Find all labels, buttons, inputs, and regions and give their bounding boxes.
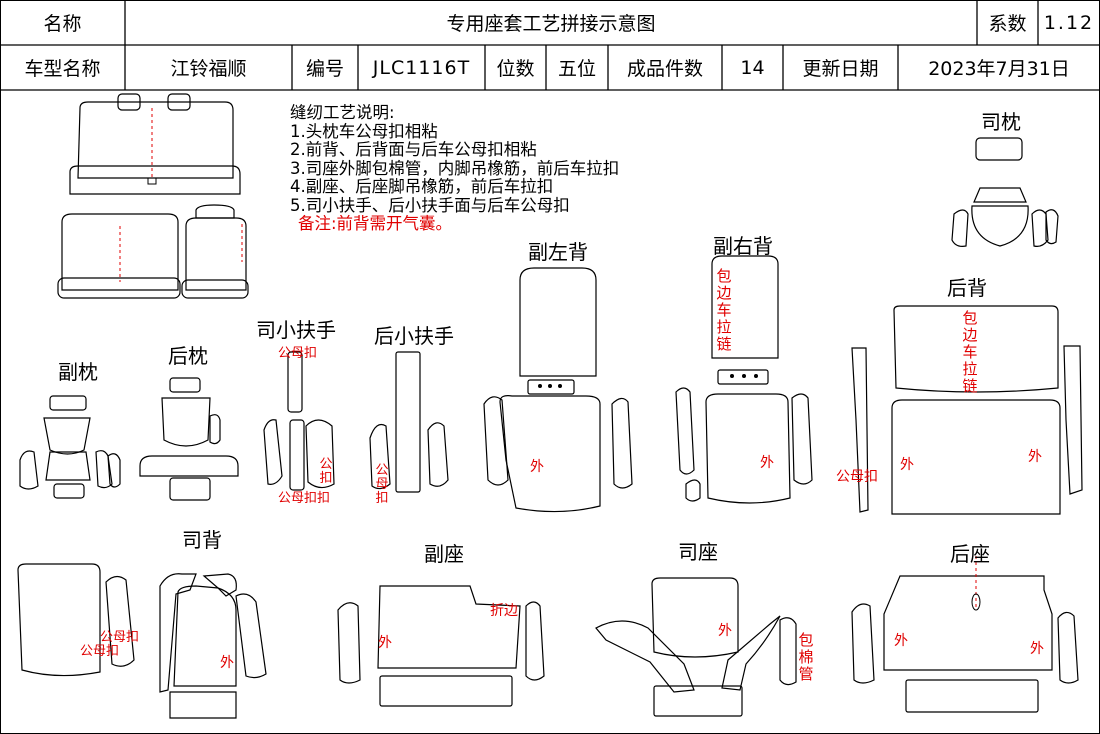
annotation-outer: 外 [530,459,544,475]
pieces-label: 成品件数 [626,58,703,80]
annotation-outer: 外 [900,457,914,473]
annotation-snap-vertical: 公母扣 [375,463,389,506]
code-value: JLC1116T [372,56,471,79]
row-seat-back [61,213,179,291]
notes-title: 缝纫工艺说明: [290,103,395,122]
annotation-snap: 公母扣 [80,644,120,659]
page-title: 专用座套工艺拼接示意图 [446,13,656,35]
coef-label: 系数 [988,13,1027,35]
annotation-outer: 外 [1028,449,1042,465]
annotation-bind-zipper: 包边车拉链 [962,309,978,395]
label-driver-headrest: 司枕 [981,110,1021,134]
update-label: 更新日期 [802,58,879,80]
annotation-snap: 公母扣 [100,630,140,645]
seats-label: 位数 [496,58,535,80]
model-label: 车型名称 [24,58,101,80]
note-item: 5.司小扶手、后小扶手面与后车公母扣 [290,195,570,215]
code-label: 编号 [305,58,344,80]
single-seat [185,217,247,291]
note-item: 2.前背、后背面与后车公母扣相粘 [290,140,537,159]
annotation-snap: 公母扣 [278,346,318,361]
label-passenger-right-back: 副右背 [713,234,773,258]
label-rear-armrest: 后小扶手 [374,324,454,348]
annotation-snap-vertical: 公扣 [319,457,333,486]
label-rear-back: 后背 [947,276,987,300]
annotation-outer: 外 [894,633,908,649]
annotation-outer: 外 [1030,641,1044,657]
label-passenger-seat: 副座 [424,542,464,566]
annotation-outer: 外 [378,635,392,651]
notes-remark: 备注:前背需开气囊。 [298,214,453,233]
model-value: 江铃福顺 [170,58,247,80]
annotation-cotton-pipe: 包棉管 [798,631,814,683]
coef-value: 1.12 [1043,11,1095,34]
annotation-outer: 外 [718,623,732,639]
label-passenger-headrest: 副枕 [58,360,98,384]
annotation-snap-double: 公母扣扣 [278,491,331,506]
pieces-value: 14 [740,56,765,79]
bench-back [77,101,234,179]
seats-value: 五位 [557,58,596,80]
annotation-snap: 公母扣 [836,469,878,485]
annotation-fold-edge: 折边 [490,603,518,619]
label-rear-seat: 后座 [950,542,990,566]
label-driver-seat: 司座 [678,540,718,564]
note-item: 1.头枕车公母扣相粘 [290,121,438,141]
label-rear-headrest: 后枕 [168,344,208,368]
label-driver-armrest: 司小扶手 [256,318,336,342]
annotation-outer: 外 [220,655,234,671]
note-item: 4.副座、后座脚吊橡筋，前后车拉扣 [290,177,554,196]
sewing-notes: 缝纫工艺说明: 1.头枕车公母扣相粘 2.前背、后背面与后车公母扣相粘 3.司座… [290,103,620,234]
note-item: 3.司座外脚包棉管，内脚吊橡筋，前后车拉扣 [290,158,620,178]
name-label: 名称 [43,13,82,35]
update-value: 2023年7月31日 [928,58,1070,80]
annotation-bind-zipper: 包边车拉链 [716,267,732,353]
annotation-outer: 外 [760,455,774,471]
label-driver-back: 司背 [182,528,222,552]
label-passenger-left-back: 副左背 [528,240,588,264]
bench-cushion [69,165,241,195]
